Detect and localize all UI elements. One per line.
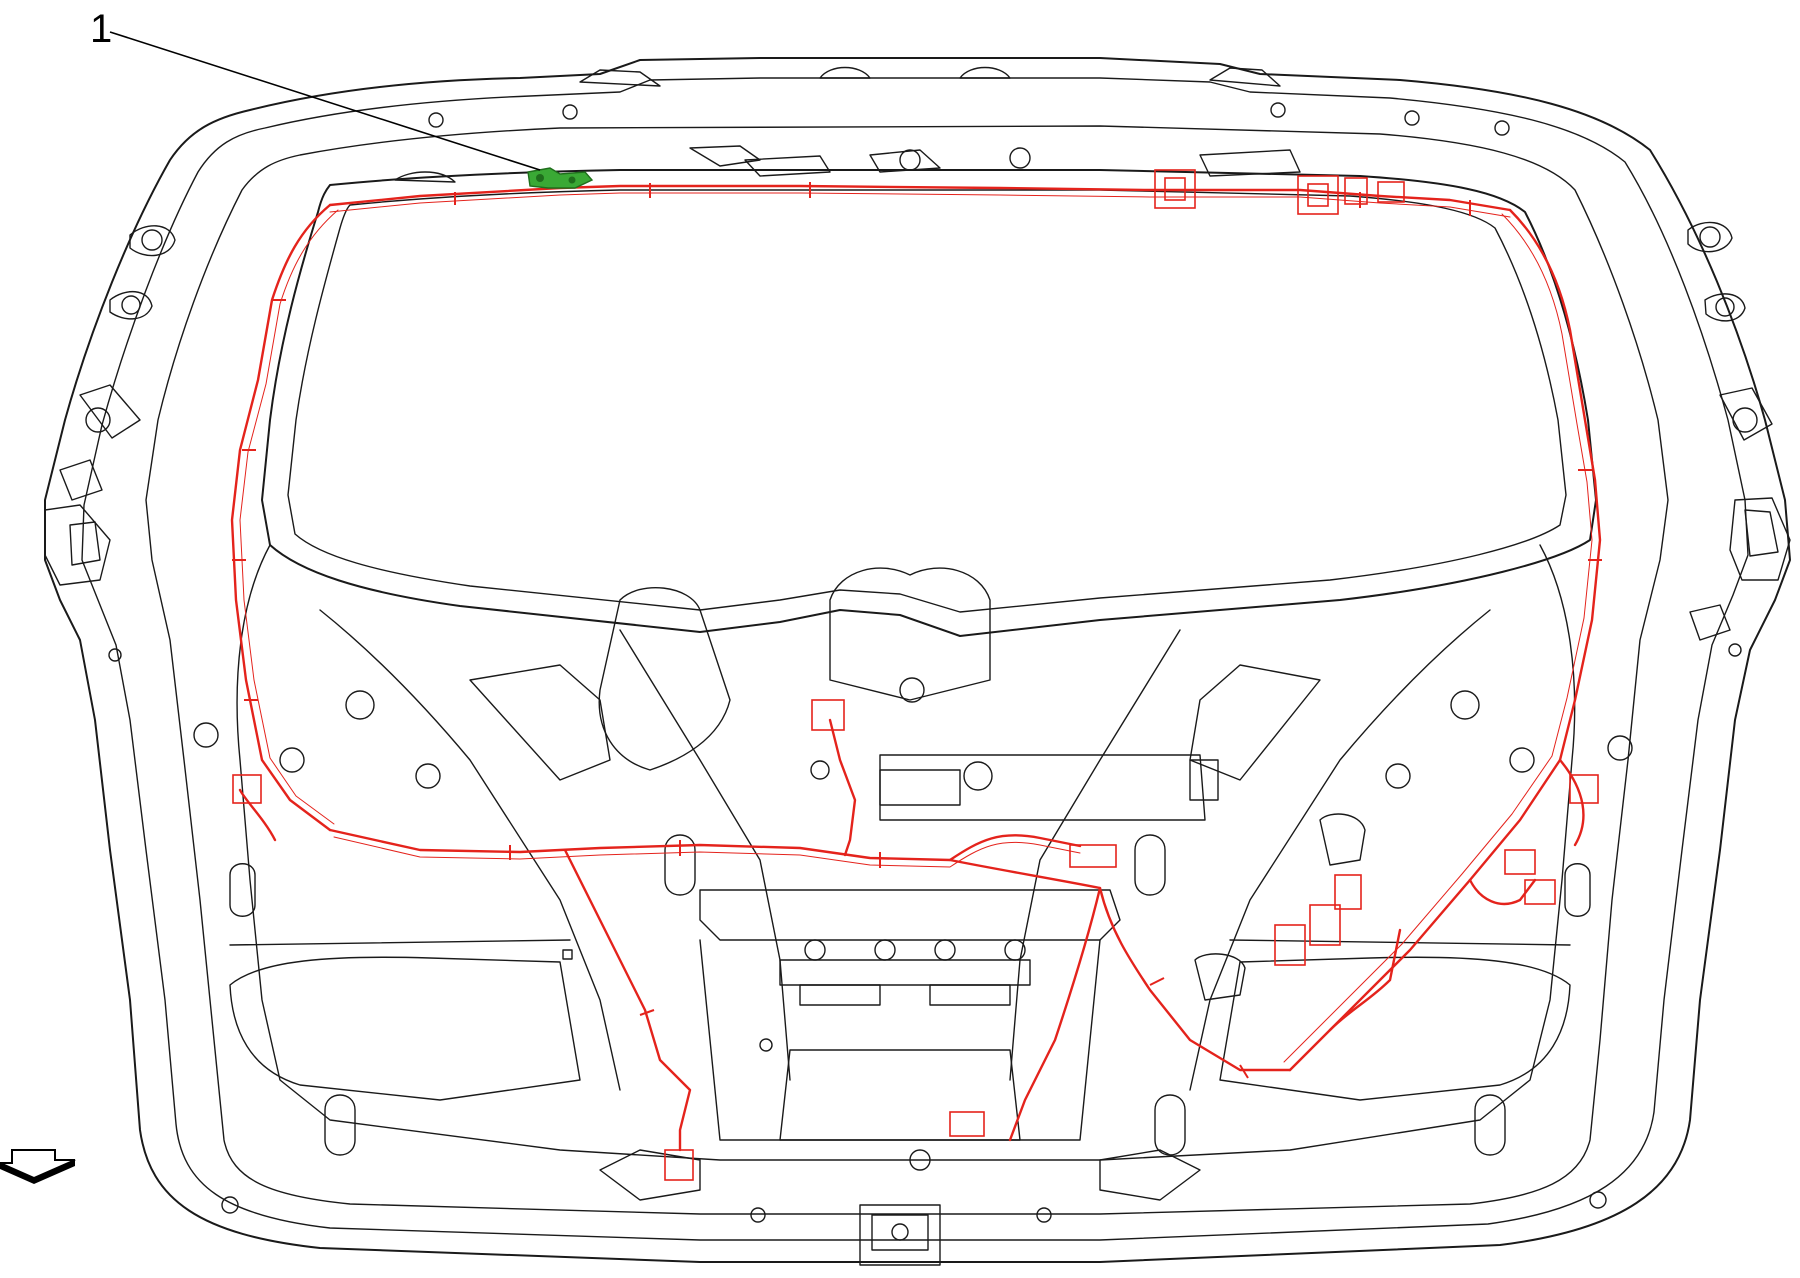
right-side-brackets bbox=[1687, 221, 1791, 657]
left-lamp-connector bbox=[232, 774, 262, 804]
callout-1: 1 bbox=[90, 7, 541, 171]
harness-left-vertical bbox=[230, 203, 332, 832]
glass-inner-edge bbox=[287, 189, 1567, 613]
harness-connectors bbox=[232, 169, 1602, 1181]
harness-clips bbox=[232, 182, 1602, 1079]
wiring-harness bbox=[230, 184, 1602, 1152]
arrow-down-icon bbox=[0, 1149, 76, 1184]
liftgate-inner-frame bbox=[145, 125, 1669, 1215]
center-connector bbox=[811, 699, 845, 731]
liftgate-outer-edge bbox=[44, 57, 1791, 1263]
upper-right-connector-a bbox=[1154, 169, 1196, 209]
harness-right-vertical bbox=[1288, 208, 1602, 1072]
license-lamp-area bbox=[779, 813, 1366, 1006]
left-side-brackets bbox=[44, 225, 176, 662]
harness-lower-cross bbox=[328, 828, 1082, 862]
top-edge-details bbox=[394, 66, 1510, 183]
liftgate-inner-flange bbox=[81, 77, 1749, 1241]
right-lamp-connector bbox=[1569, 774, 1599, 804]
upper-right-connector-b bbox=[1297, 175, 1339, 215]
rear-window-glass bbox=[261, 169, 1597, 637]
hatch-upper-harness-connector bbox=[527, 167, 594, 189]
panel-slots bbox=[193, 690, 1633, 1156]
liftgate-panel bbox=[44, 57, 1791, 1263]
leader-line bbox=[109, 31, 541, 171]
glass-edge bbox=[261, 169, 1597, 637]
lower-inner-structure bbox=[221, 544, 1607, 1266]
lower-left-connector bbox=[664, 1149, 694, 1181]
callout-label: 1 bbox=[90, 7, 112, 51]
latch-connector bbox=[949, 1111, 985, 1137]
